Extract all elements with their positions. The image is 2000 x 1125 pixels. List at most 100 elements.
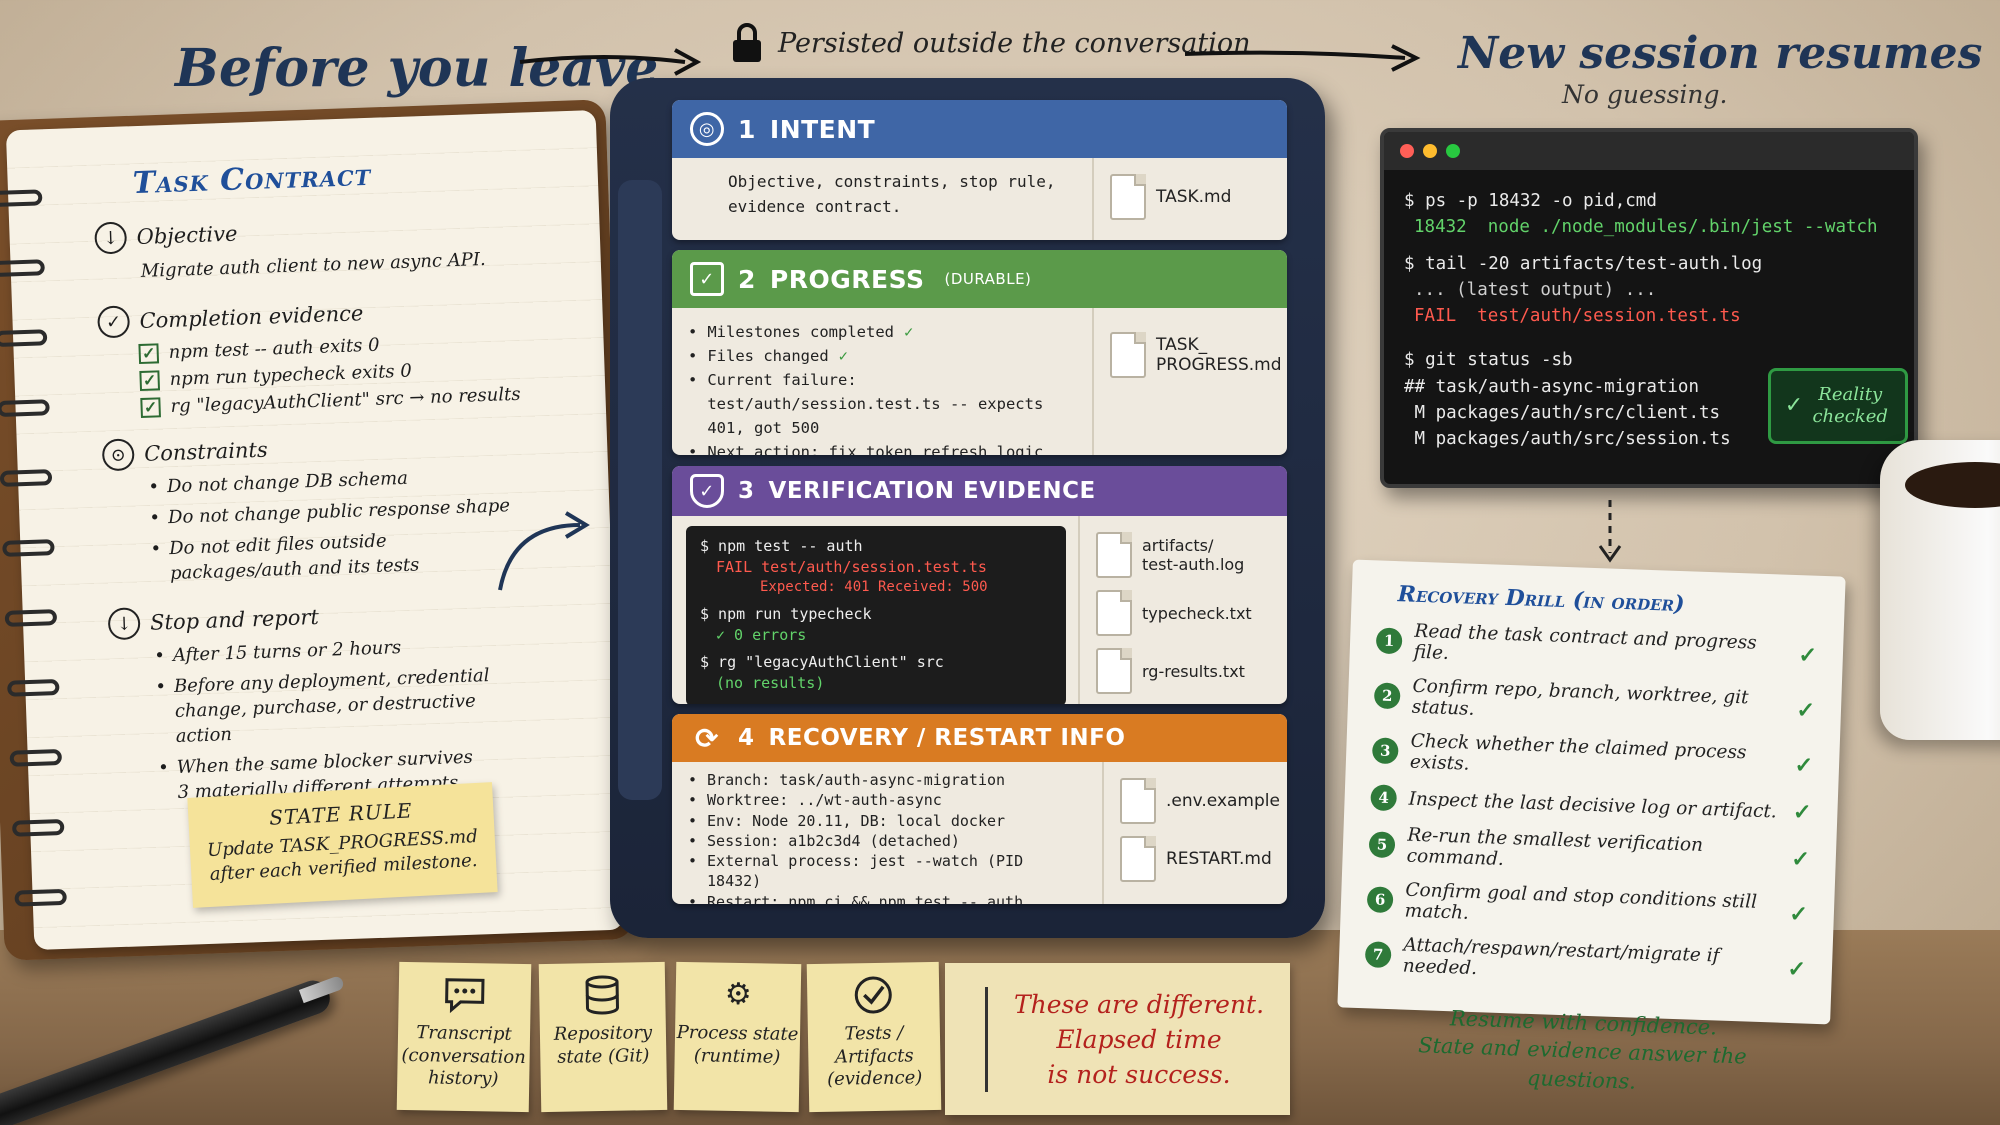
file-name: TASK.md (1156, 187, 1232, 207)
recovery-item-text: Worktree: ../wt-auth-async (707, 791, 942, 810)
progress-item: Next action: fix token refresh logic (688, 440, 1076, 455)
warning-text: These are different. Elapsed time is not… (988, 987, 1290, 1092)
step-number-badge: 4 (1370, 784, 1398, 812)
check-circle-icon (850, 975, 897, 1016)
file-name: typecheck.txt (1142, 603, 1252, 623)
terminal-line: Expected: 401 Received: 500 (760, 579, 988, 595)
document-icon (1096, 532, 1132, 578)
target-arrow-icon: ↓ (94, 221, 128, 255)
recovery-list: Branch: task/auth-async-migration Worktr… (672, 762, 1102, 904)
warning-note: These are different. Elapsed time is not… (945, 963, 1290, 1115)
fail-path: test/auth/session.test.ts (1477, 306, 1741, 326)
refresh-icon: ⟳ (695, 721, 719, 755)
intent-number: 1 (738, 114, 756, 144)
drill-step-text: Confirm goal and stop conditions still m… (1404, 879, 1758, 924)
check-icon: ✓ (903, 323, 914, 341)
progress-files: TASK_ PROGRESS.md (1092, 308, 1287, 455)
shield-check-icon: ✓ (690, 474, 724, 508)
file-typecheck-txt[interactable]: typecheck.txt (1096, 590, 1263, 636)
terminal-output-line: ## task/auth-async-migration (1404, 376, 1700, 397)
reality-checked-badge: ✓ Reality checked (1768, 368, 1908, 444)
file-task-progress-md[interactable]: TASK_ PROGRESS.md (1110, 332, 1282, 378)
drill-step-text: Check whether the claimed process exists… (1409, 730, 1747, 775)
recovery-item: Branch: task/auth-async-migration (688, 770, 1086, 790)
sticky-repository: Repository state (Git) (538, 961, 668, 1113)
recovery-card-header: ⟳ 4 RECOVERY / RESTART INFO (672, 714, 1287, 762)
step-number-badge: 6 (1366, 886, 1394, 914)
stop-item: Before any deployment, credential change… (155, 663, 517, 750)
document-icon (1120, 778, 1156, 824)
recovery-card: ⟳ 4 RECOVERY / RESTART INFO Branch: task… (672, 714, 1287, 904)
intent-card-header: ◎ 1 INTENT (672, 100, 1287, 158)
arrow-right-icon (1184, 44, 1421, 72)
progress-list: Milestones completed✓ Files changed✓ Cur… (672, 308, 1092, 455)
terminal-command: $ git status -sb (1404, 350, 1573, 371)
intent-card: ◎ 1 INTENT Objective, constraints, stop … (672, 100, 1287, 240)
minimize-window-button[interactable] (1423, 144, 1437, 158)
spiral-ring (0, 469, 53, 487)
file-env-example[interactable]: .env.example (1120, 778, 1280, 824)
intent-description: Objective, constraints, stop rule, evide… (728, 172, 1056, 216)
spiral-ring (0, 399, 50, 417)
document-icon (1120, 836, 1156, 882)
check-icon: ✓ (1792, 799, 1812, 826)
verification-title: VERIFICATION EVIDENCE (768, 478, 1096, 504)
fail-path: test/auth/session.test.ts (752, 558, 987, 576)
terminal-line: ✓ 0 errors (716, 625, 807, 644)
warning-line: is not success. (1047, 1059, 1231, 1089)
pid-value: 18432 (1414, 217, 1467, 238)
no-guessing-caption: No guessing. (1562, 80, 1728, 109)
task-contract-title: Task Contract (132, 157, 372, 202)
stop-and-report-label: Stop and report (149, 605, 320, 636)
check-icon: ✓ (1787, 955, 1807, 983)
drill-step: 6 Confirm goal and stop conditions still … (1366, 878, 1808, 935)
verification-card-body: $ npm test -- auth FAIL test/auth/sessio… (672, 516, 1287, 704)
progress-card-body: Milestones completed✓ Files changed✓ Cur… (672, 308, 1287, 455)
drill-step-text: Attach/respawn/restart/migrate if needed… (1402, 934, 1720, 980)
terminal-output: $ ps -p 18432 -o pid,cmd 18432 node ./no… (1384, 170, 1914, 470)
progress-item: Files changed✓ (688, 344, 1076, 368)
file-name: rg-results.txt (1142, 661, 1245, 681)
stop-arrow-icon: ↓ (107, 607, 141, 641)
recovery-files: .env.example RESTART.md (1102, 762, 1287, 904)
file-task-md[interactable]: TASK.md (1110, 174, 1277, 220)
verification-files: artifacts/ test-auth.log typecheck.txt r… (1078, 516, 1273, 704)
recovery-item-text: Session: a1b2c3d4 (detached) (707, 831, 960, 850)
badge-check-icon: ✓ (97, 305, 131, 339)
terminal-line: $ npm run typecheck (700, 604, 872, 623)
maximize-window-button[interactable] (1446, 144, 1460, 158)
process-command: node ./node_modules/.bin/jest --watch (1487, 217, 1878, 238)
file-rg-results-txt[interactable]: rg-results.txt (1096, 648, 1263, 694)
spiral-ring (0, 189, 43, 208)
recovery-item-text: Env: Node 20.11, DB: local docker (707, 811, 1006, 830)
file-name: RESTART.md (1166, 849, 1272, 869)
terminal-output-line: 18432 node ./node_modules/.bin/jest --wa… (1404, 214, 1894, 240)
document-icon (1110, 332, 1146, 378)
intent-title: INTENT (769, 114, 876, 144)
drill-step-text: Confirm repo, branch, worktree, git stat… (1411, 675, 1749, 720)
terminal-command: $ tail -20 artifacts/test-auth.log (1404, 253, 1763, 274)
terminal-line: (no results) (716, 673, 825, 692)
sticky-label: Transcript (conversation history) (401, 1022, 527, 1090)
binder-spine (618, 180, 662, 800)
terminal-command: $ ps -p 18432 -o pid,cmd (1404, 191, 1657, 211)
step-number-badge: 5 (1368, 831, 1396, 859)
terminal-output-line: M packages/auth/src/session.ts (1404, 429, 1731, 449)
check-icon: ✓ (1796, 697, 1816, 724)
spiral-ring (11, 818, 65, 837)
constraint-item: Do not edit files outside packages/auth … (150, 526, 482, 587)
file-test-auth-log[interactable]: artifacts/ test-auth.log (1096, 532, 1263, 578)
close-window-button[interactable] (1400, 144, 1414, 158)
recovery-item: Env: Node 20.11, DB: local docker (688, 811, 1086, 831)
check-icon: ✓ (1798, 642, 1818, 669)
terminal-output-line: ... (latest output) ... (1414, 279, 1657, 300)
stop-text: After 15 turns or 2 hours (172, 637, 402, 667)
spiral-ring (0, 259, 45, 278)
file-restart-md[interactable]: RESTART.md (1120, 836, 1277, 882)
recovery-card-body: Branch: task/auth-async-migration Worktr… (672, 762, 1287, 904)
lock-icon (733, 23, 761, 62)
